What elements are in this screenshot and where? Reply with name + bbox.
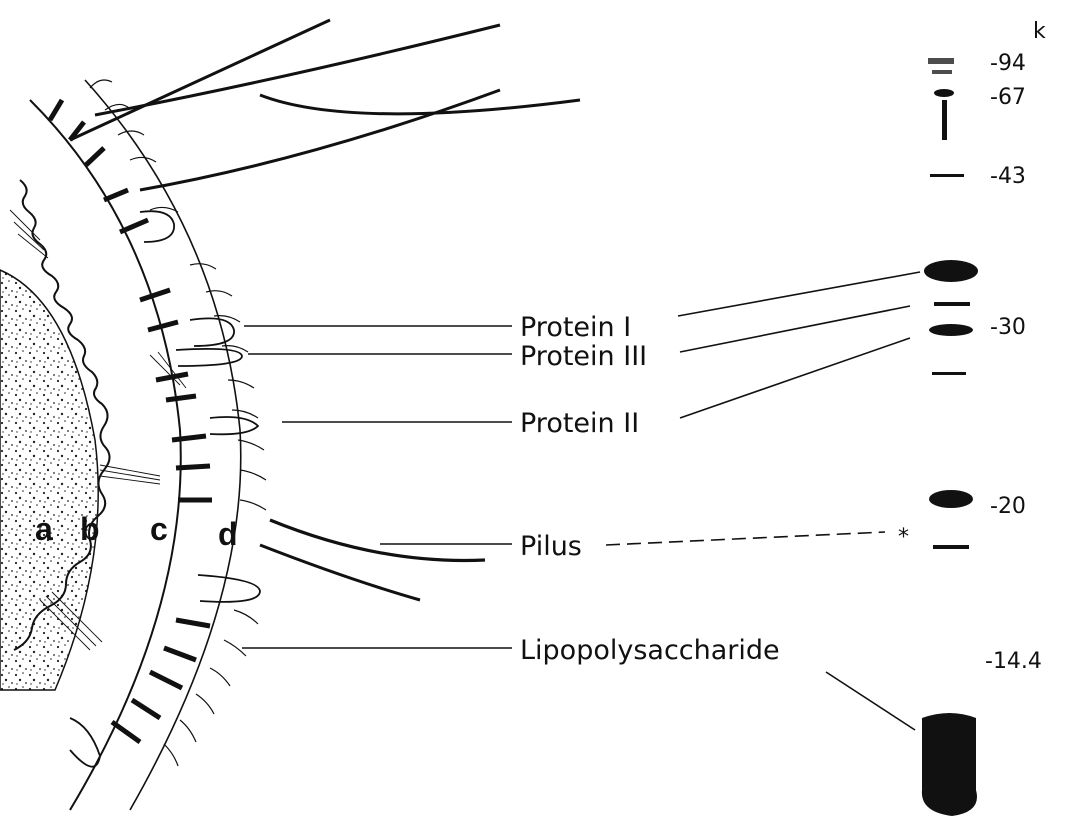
layer-label-c: c [150, 511, 168, 547]
marker-67: -67 [990, 85, 1026, 110]
layer-label-b: b [80, 511, 100, 547]
label-protein-iii: Protein III [520, 341, 647, 372]
outer-membrane-outer-edge [85, 80, 241, 810]
layer-label-d: d [218, 516, 238, 552]
label-lipopolysaccharide: Lipopolysaccharide [520, 635, 780, 666]
label-protein-ii: Protein II [520, 408, 639, 439]
pilus-asterisk: * [898, 525, 909, 550]
gel-lane [922, 58, 978, 816]
marker-14-4: -14.4 [985, 649, 1042, 674]
marker-94: -94 [990, 51, 1026, 76]
leader-lines [242, 326, 512, 648]
marker-20: -20 [990, 494, 1026, 519]
label-pilus: Pilus [520, 531, 582, 562]
gel-unit: k [1033, 19, 1046, 44]
pili [70, 20, 580, 600]
cytoplasm [0, 270, 98, 690]
layer-label-a: a [35, 511, 53, 547]
marker-30: -30 [990, 315, 1026, 340]
label-protein-i: Protein I [520, 312, 631, 343]
marker-43: -43 [990, 164, 1026, 189]
